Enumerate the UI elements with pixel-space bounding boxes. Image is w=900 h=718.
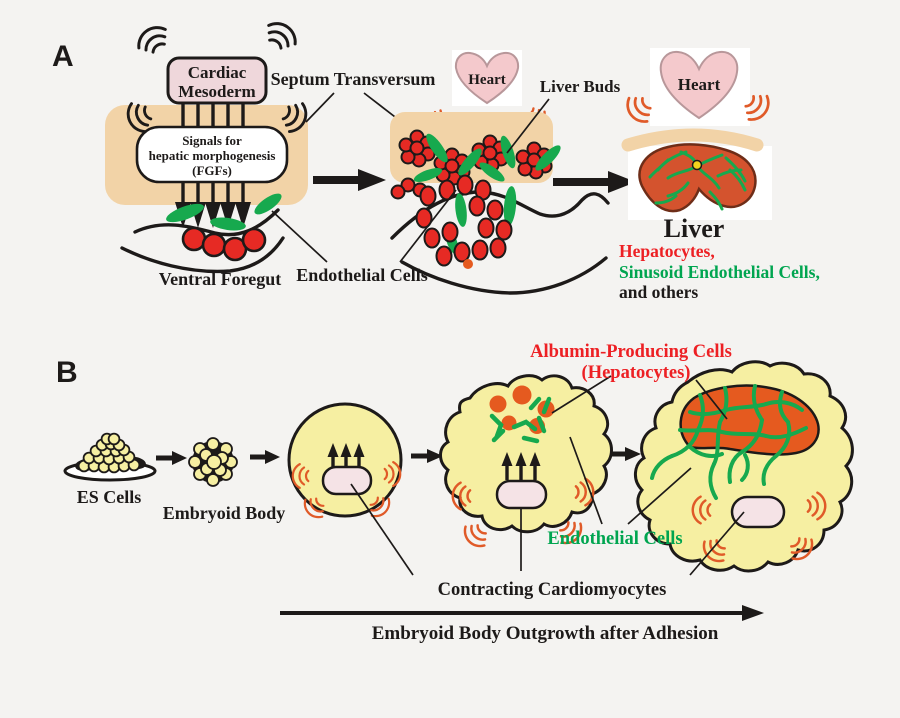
eb-outgrowth-stage2 xyxy=(439,374,613,553)
es-cells-graphic xyxy=(63,432,157,482)
panel-a-label: A xyxy=(52,40,74,73)
endothelial-cell-icon xyxy=(254,193,282,215)
stage-arrow-icon xyxy=(610,447,641,461)
liver-label: Liver xyxy=(664,214,725,243)
endothelial-network-icon xyxy=(650,384,808,500)
migrating-hepatoblasts xyxy=(415,174,513,269)
liver-cell-legend: Hepatocytes, Sinusoid Endothelial Cells,… xyxy=(619,241,820,302)
endothelial-cells-a-label: Endothelial Cells xyxy=(296,265,428,285)
heart-icon xyxy=(659,50,739,120)
septum-transversum-label: Septum Transversum xyxy=(271,69,436,89)
cardiac-mesoderm-box xyxy=(166,56,268,105)
embryoid-body-graphic xyxy=(188,437,238,487)
legend-sinusoid: Sinusoid Endothelial Cells, xyxy=(619,262,820,282)
cardiac-mesoderm-label-2: Mesoderm xyxy=(178,82,255,101)
endothelial-cells-b-label: Endothelial Cells xyxy=(547,529,682,549)
cardiac-mesoderm-label-1: Cardiac xyxy=(188,63,247,82)
outgrowth-axis-label: Embryoid Body Outgrowth after Adhesion xyxy=(372,623,719,644)
contracting-cardiomyocytes-label: Contracting Cardiomyocytes xyxy=(438,580,667,600)
diaphragm-band xyxy=(621,128,764,152)
endothelial-cells-in-buds xyxy=(413,133,561,182)
signals-label-3: (FGFs) xyxy=(192,163,232,178)
signal-connectors xyxy=(181,102,245,129)
panel-b-label: B xyxy=(56,356,78,389)
legend-others: and others xyxy=(619,282,698,302)
cardiomyocyte-patch-icon xyxy=(730,495,786,529)
es-cell-mound xyxy=(77,432,141,474)
legend-hepatocytes: Hepatocytes, xyxy=(619,241,715,261)
stage-arrow-icon xyxy=(156,451,187,465)
heart-right-label: Heart xyxy=(678,75,721,94)
eb-outgrowth-stage3 xyxy=(634,360,854,573)
endothelial-sprouts-icon xyxy=(489,396,552,444)
albumin-producing-cells-icons xyxy=(489,385,555,434)
ventral-foregut-label: Ventral Foregut xyxy=(159,269,281,289)
mature-liver-block: Heart xyxy=(620,48,776,220)
cardiomyocyte-patch-icon xyxy=(495,479,548,510)
beating-arrows-icon xyxy=(327,443,365,468)
liver-bud-stage-block: Heart xyxy=(390,50,610,295)
liver-buds-label: Liver Buds xyxy=(540,77,621,96)
stage-arrow-icon xyxy=(553,171,636,193)
es-cells-label: ES Cells xyxy=(77,487,142,507)
embryoid-body-label: Embryoid Body xyxy=(163,503,286,523)
fgf-signals-box xyxy=(135,125,289,184)
portal-dot-icon xyxy=(691,159,703,171)
signals-label-2: hepatic morphogenesis xyxy=(149,148,276,163)
albumin-cells-label-2: (Hepatocytes) xyxy=(582,363,691,383)
ventral-foregut-graphic xyxy=(120,193,285,274)
outgrowth-axis-arrow xyxy=(280,605,764,621)
endothelial-cell-icon xyxy=(166,203,204,223)
eb-outgrowth-stage1 xyxy=(287,402,403,523)
albumin-cells-label-1: Albumin-Producing Cells xyxy=(530,342,732,362)
heart-middle-label: Heart xyxy=(468,72,505,88)
heart-icon xyxy=(454,51,520,105)
stage-arrow-icon xyxy=(411,449,443,463)
signals-label-1: Signals for xyxy=(182,133,242,148)
beating-arrows-icon xyxy=(501,452,541,480)
endothelial-cell-icon xyxy=(210,217,246,231)
stage-arrow-icon xyxy=(250,450,280,464)
cardiomyocyte-patch-icon xyxy=(321,465,373,496)
stage-arrow-icon xyxy=(313,169,386,191)
